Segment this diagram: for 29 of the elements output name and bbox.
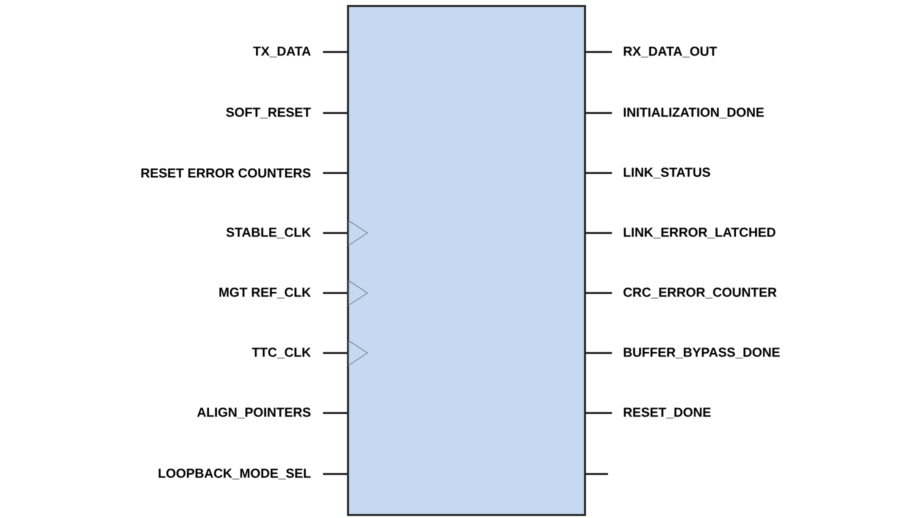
- pin-line: [585, 352, 612, 354]
- pin-label: TX_DATA: [253, 46, 311, 58]
- pin-label: INITIALIZATION_DONE: [624, 108, 764, 118]
- pin-label: RESET_DONE: [624, 408, 711, 418]
- pin-label: LINK_ERROR_LATCHED: [624, 228, 776, 238]
- pin-label: LINK_STATUS: [624, 168, 710, 178]
- pin-block-box: [347, 5, 586, 516]
- pin-line: [323, 473, 348, 475]
- pin-line: [323, 412, 348, 414]
- pin-label: SOFT_RESET: [226, 108, 311, 118]
- pin-line: [323, 112, 348, 114]
- pin-line: [585, 112, 612, 114]
- pin-line: [585, 473, 608, 475]
- pin-label: CRC_ERROR_COUNTER: [624, 288, 777, 298]
- pin-label: TTC_CLK: [252, 348, 311, 358]
- pin-label: LOOPBACK_MODE_SEL: [158, 468, 311, 480]
- pin-label: ALIGN_POINTERS: [197, 408, 310, 418]
- pin-line: [323, 172, 348, 174]
- pin-line: [585, 172, 612, 174]
- pin-line: [323, 51, 348, 53]
- pin-line: [585, 292, 612, 294]
- pin-label: STABLE_CLK: [226, 228, 311, 238]
- pin-label: RX_DATA_OUT: [624, 46, 717, 58]
- pin-label: BUFFER_BYPASS_DONE: [624, 348, 780, 358]
- pin-line: [585, 51, 612, 53]
- pin-line: [585, 412, 612, 414]
- pin-label: MGT REF_CLK: [219, 288, 311, 298]
- pin-line: [585, 232, 612, 234]
- pin-label: RESET ERROR COUNTERS: [141, 168, 310, 178]
